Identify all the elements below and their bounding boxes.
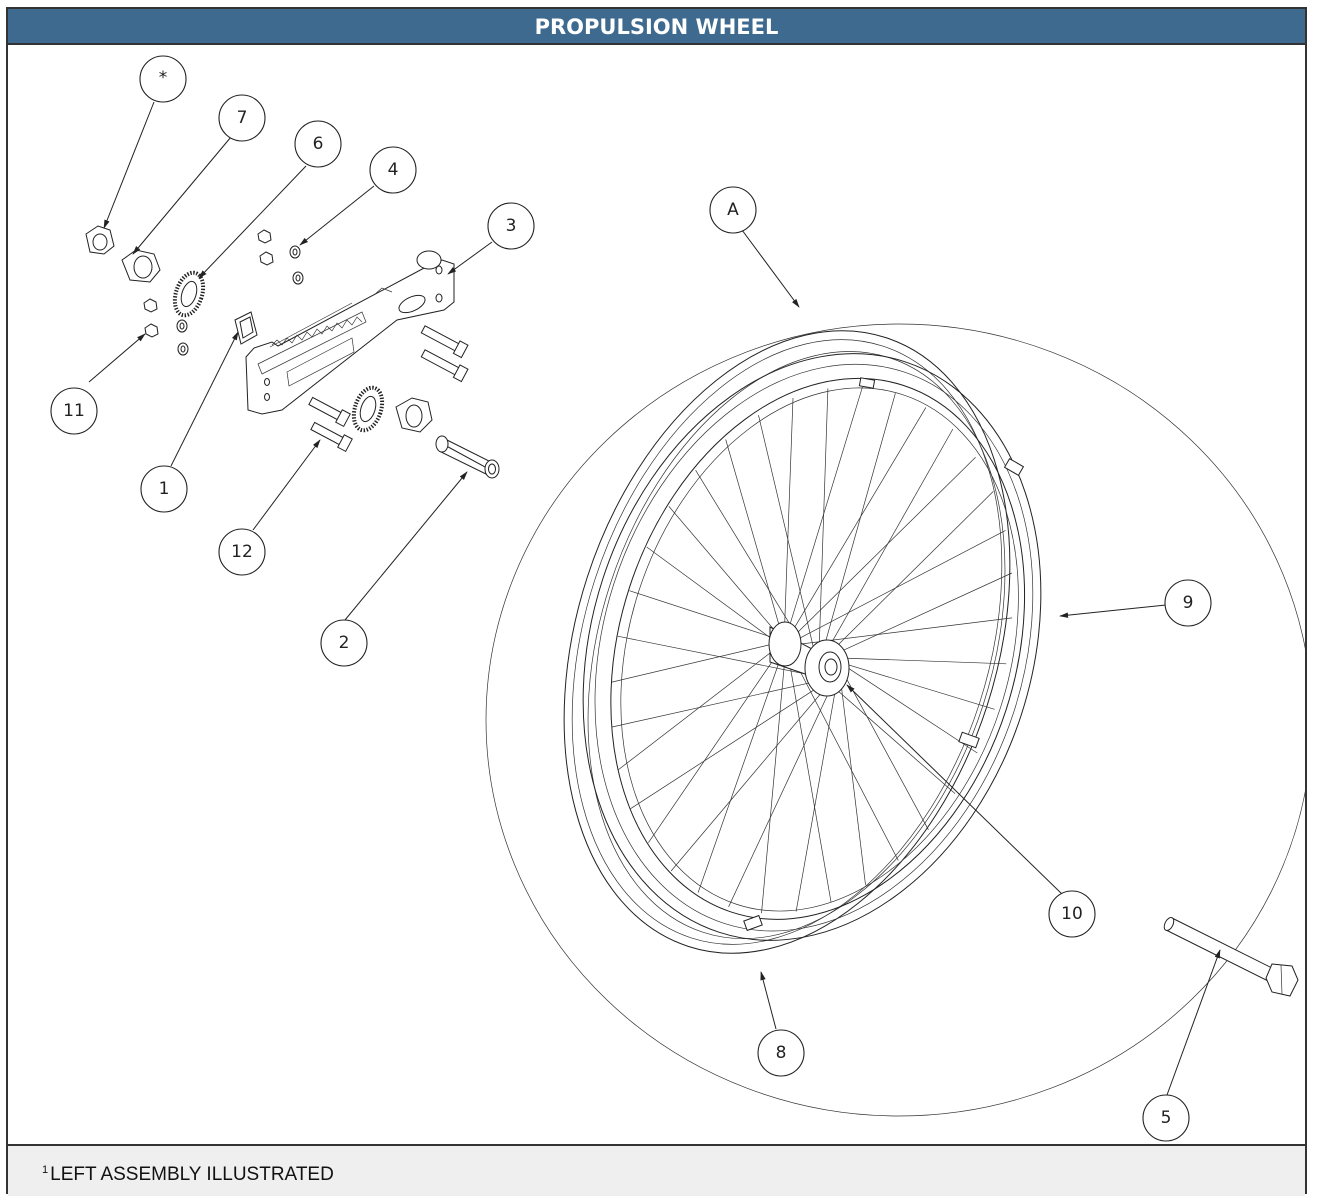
spoke [618, 649, 775, 770]
spoke [758, 415, 817, 659]
spoke [836, 572, 1013, 654]
spoke [728, 683, 834, 907]
svg-text:1: 1 [159, 479, 170, 499]
callout-6: 6 [294, 120, 342, 168]
spoke [839, 675, 866, 885]
spoke [800, 617, 1013, 645]
spoke [648, 655, 777, 843]
spoke [617, 635, 816, 677]
washer-plate [234, 311, 258, 345]
svg-text:5: 5 [1161, 1108, 1172, 1128]
spoke [670, 684, 829, 872]
exploded-view-drawing: * 7 6 4 3 A 11 1 [50, 55, 1305, 1142]
spoke [800, 530, 1006, 639]
callout-8: 8 [757, 1029, 805, 1077]
callout-9: 9 [1164, 579, 1212, 627]
callout-12: 12 [218, 528, 266, 576]
diagram-frame: PROPULSION WHEEL [6, 7, 1307, 1196]
spoke [629, 590, 774, 639]
callout-3: 3 [487, 202, 535, 250]
callout-star: * [139, 55, 187, 103]
svg-text:*: * [159, 68, 168, 88]
axle-sleeve [435, 435, 500, 479]
spoke [725, 439, 781, 629]
svg-text:7: 7 [237, 108, 248, 128]
svg-text:10: 10 [1061, 904, 1083, 924]
spoke [611, 643, 774, 683]
spoke [612, 680, 820, 728]
bracket-bolts [308, 325, 469, 453]
spoke [818, 388, 829, 654]
svg-text:9: 9 [1183, 593, 1194, 613]
spoke [822, 393, 896, 651]
svg-text:3: 3 [506, 216, 517, 236]
callout-4: 4 [369, 146, 417, 194]
footnote-text: LEFT ASSEMBLY ILLUSTRATED [50, 1164, 334, 1185]
axle-bracket [245, 250, 455, 415]
star-washers [172, 270, 385, 433]
leader-lines [88, 101, 1221, 1096]
wheel-rim [582, 353, 1042, 941]
spoke [840, 657, 1007, 665]
small-hardware [143, 229, 304, 356]
svg-text:6: 6 [313, 134, 324, 154]
callout-2: 2 [320, 619, 368, 667]
axle-bolt [1163, 917, 1299, 997]
spokes [611, 386, 1013, 914]
spoke [793, 407, 927, 629]
svg-text:11: 11 [63, 401, 85, 421]
callout-5: 5 [1142, 1094, 1190, 1142]
spoke [630, 683, 824, 809]
spoke [832, 491, 994, 651]
footnote-marker: 1 [42, 1164, 49, 1176]
spoke [697, 659, 781, 893]
spoke [789, 661, 832, 903]
handrim-mounts [743, 377, 1025, 932]
spoke [841, 669, 929, 830]
callout-1: 1 [140, 465, 188, 513]
svg-text:A: A [727, 200, 739, 220]
svg-text:2: 2 [339, 633, 350, 653]
spoke [789, 386, 863, 627]
spoke [668, 506, 777, 633]
tire-outline [485, 323, 1305, 1117]
wheel-hub [768, 621, 850, 697]
callout-7: 7 [218, 94, 266, 142]
diagram-title: PROPULSION WHEEL [8, 9, 1305, 45]
spoke [827, 428, 954, 650]
spoke [797, 457, 976, 633]
svg-text:12: 12 [231, 542, 253, 562]
callout-10: 10 [1048, 890, 1096, 938]
spoke [841, 663, 978, 754]
propulsion-wheel [485, 323, 1305, 1117]
hex-nuts [85, 225, 433, 433]
spoke [761, 661, 785, 914]
svg-text:8: 8 [776, 1043, 787, 1063]
spoke [795, 680, 838, 912]
svg-text:4: 4 [388, 160, 399, 180]
callout-a: A [709, 186, 757, 234]
spoke [784, 397, 794, 627]
spoke [793, 659, 899, 861]
callout-11: 11 [50, 387, 98, 435]
